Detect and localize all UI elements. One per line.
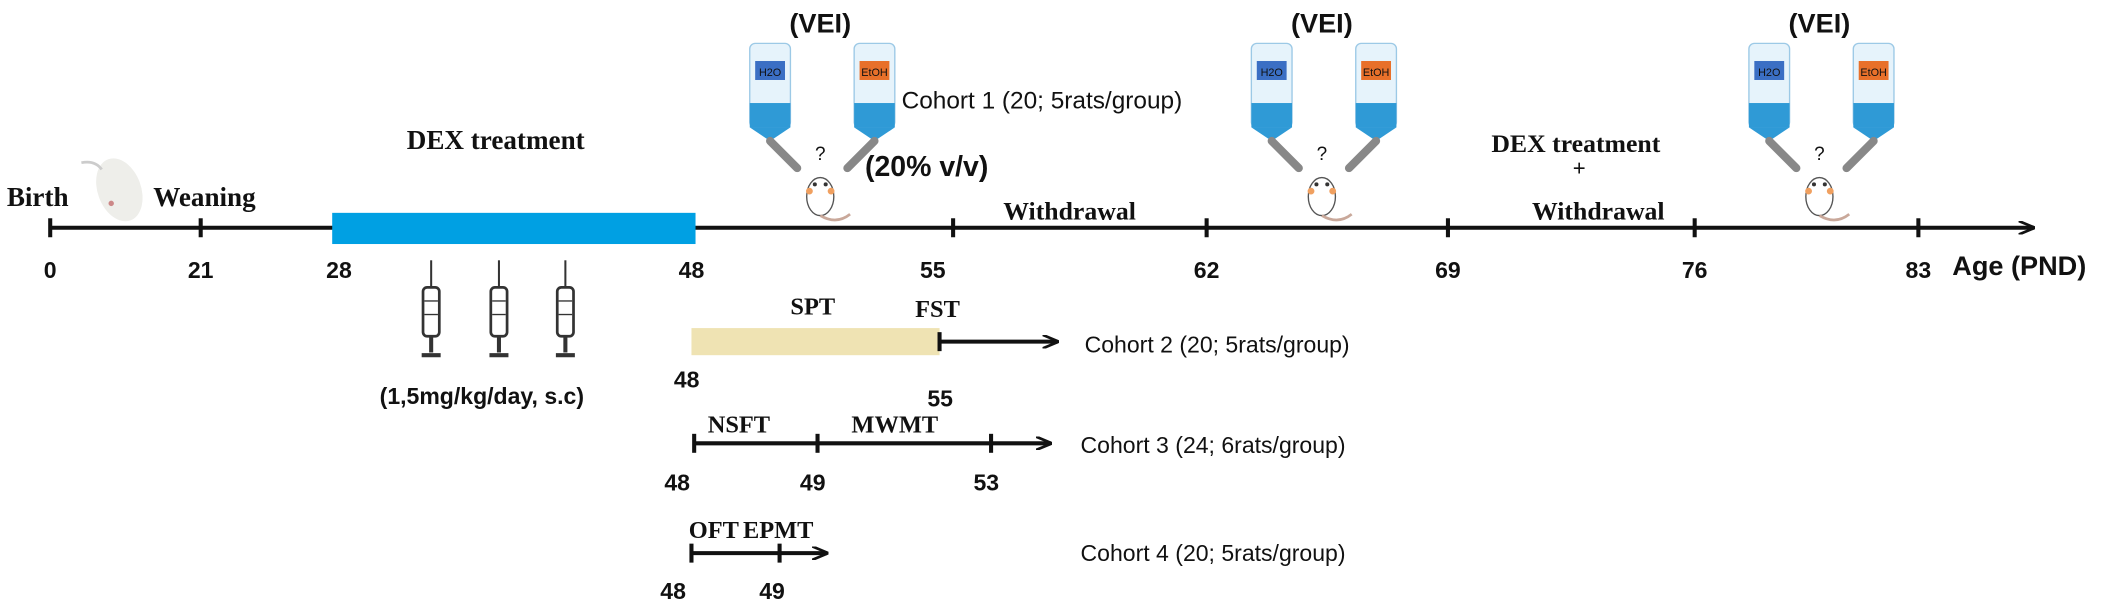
- axis-tick-label: 21: [188, 257, 214, 283]
- birth-label: Birth: [7, 182, 69, 212]
- axis-tick-label: 62: [1194, 257, 1220, 283]
- cohort-3-day-49: 49: [800, 470, 826, 496]
- ethanol-concentration: (20% v/v): [865, 151, 988, 183]
- cohort-1-label: Cohort 1 (20; 5rats/group): [902, 87, 1183, 114]
- rat-photo-icon: [81, 158, 143, 222]
- test-fst: FST: [915, 296, 960, 323]
- dex-treatment-label-2: DEX treatment: [1491, 129, 1660, 158]
- axis-tick-label: 76: [1682, 257, 1708, 283]
- mouse-icon: [1307, 176, 1353, 222]
- two-bottle-choice-group: (VEI) H2O EtOH?: [1748, 8, 1895, 222]
- axis-tick-label: 69: [1435, 257, 1461, 283]
- cohort-3-day-53: 53: [973, 470, 999, 496]
- dex-treatment-label: DEX treatment: [407, 125, 585, 155]
- cohort-2-label: Cohort 2 (20; 5rats/group): [1085, 331, 1350, 357]
- two-bottle-choice-group: (VEI) H2O EtOH?: [749, 8, 896, 222]
- mouse-icon: [806, 176, 851, 222]
- bottle-label: H2O: [1261, 67, 1283, 79]
- test-spt: SPT: [790, 294, 835, 321]
- cohort-3-label: Cohort 3 (24; 6rats/group): [1081, 432, 1346, 458]
- cohort-3-day-48: 48: [664, 470, 690, 496]
- ethanol-bottle-icon: EtOH: [1842, 42, 1895, 173]
- axis-tick-label: 28: [326, 257, 352, 283]
- cohort-2-day-48: 48: [674, 367, 700, 393]
- axis-tick-label: 55: [920, 257, 946, 283]
- question-mark: ?: [815, 144, 826, 165]
- syringe-icon: [489, 260, 509, 358]
- withdrawal-label-2: Withdrawal: [1532, 197, 1665, 226]
- vei-label: (VEI): [1789, 8, 1851, 39]
- water-bottle-icon: H2O: [749, 42, 802, 173]
- axis-tick-label: 0: [44, 257, 57, 283]
- cohort-2-spt-bar: [691, 328, 940, 356]
- main-axis-ticks: 0 21 28 48 55 62 69 76 83: [44, 218, 1931, 283]
- weaning-label: Weaning: [153, 182, 256, 212]
- syringe-icon: [555, 260, 575, 358]
- plus-sign: +: [1573, 155, 1586, 181]
- bottle-label: H2O: [759, 67, 781, 79]
- axis-tick-label: 48: [679, 257, 705, 283]
- test-nsft: NSFT: [708, 411, 770, 438]
- water-bottle-icon: H2O: [1748, 42, 1801, 173]
- bottle-label: EtOH: [1860, 67, 1886, 79]
- dex-treatment-bar: [332, 212, 696, 245]
- vei-label: (VEI): [1291, 8, 1353, 39]
- bottle-label: H2O: [1758, 67, 1780, 79]
- test-epmt: EPMT: [743, 517, 813, 544]
- mouse-icon: [1805, 176, 1851, 222]
- test-mwmt: MWMT: [851, 411, 938, 438]
- syringe-icon: [421, 260, 441, 358]
- test-oft: OFT: [689, 517, 739, 544]
- ethanol-bottle-icon: EtOH: [843, 42, 896, 173]
- axis-label-age: Age (PND): [1952, 250, 2086, 281]
- cohort-4-day-48: 48: [660, 578, 686, 604]
- question-mark: ?: [1317, 144, 1328, 165]
- axis-tick-label: 83: [1906, 257, 1932, 283]
- cohort-4-label: Cohort 4 (20; 5rats/group): [1081, 540, 1346, 566]
- bottle-label: EtOH: [861, 67, 887, 79]
- withdrawal-label: Withdrawal: [1003, 197, 1136, 226]
- vei-label: (VEI): [789, 8, 851, 39]
- dose-label: (1,5mg/kg/day, s.c): [380, 383, 584, 409]
- water-bottle-icon: H2O: [1250, 42, 1303, 173]
- two-bottle-choice-group: (VEI) H2O EtOH?: [1250, 8, 1398, 222]
- question-mark: ?: [1814, 144, 1825, 165]
- cohort-4-day-49: 49: [759, 578, 785, 604]
- cohort-2-day-55: 55: [927, 386, 953, 412]
- ethanol-bottle-icon: EtOH: [1344, 42, 1398, 173]
- bottle-label: EtOH: [1363, 67, 1389, 79]
